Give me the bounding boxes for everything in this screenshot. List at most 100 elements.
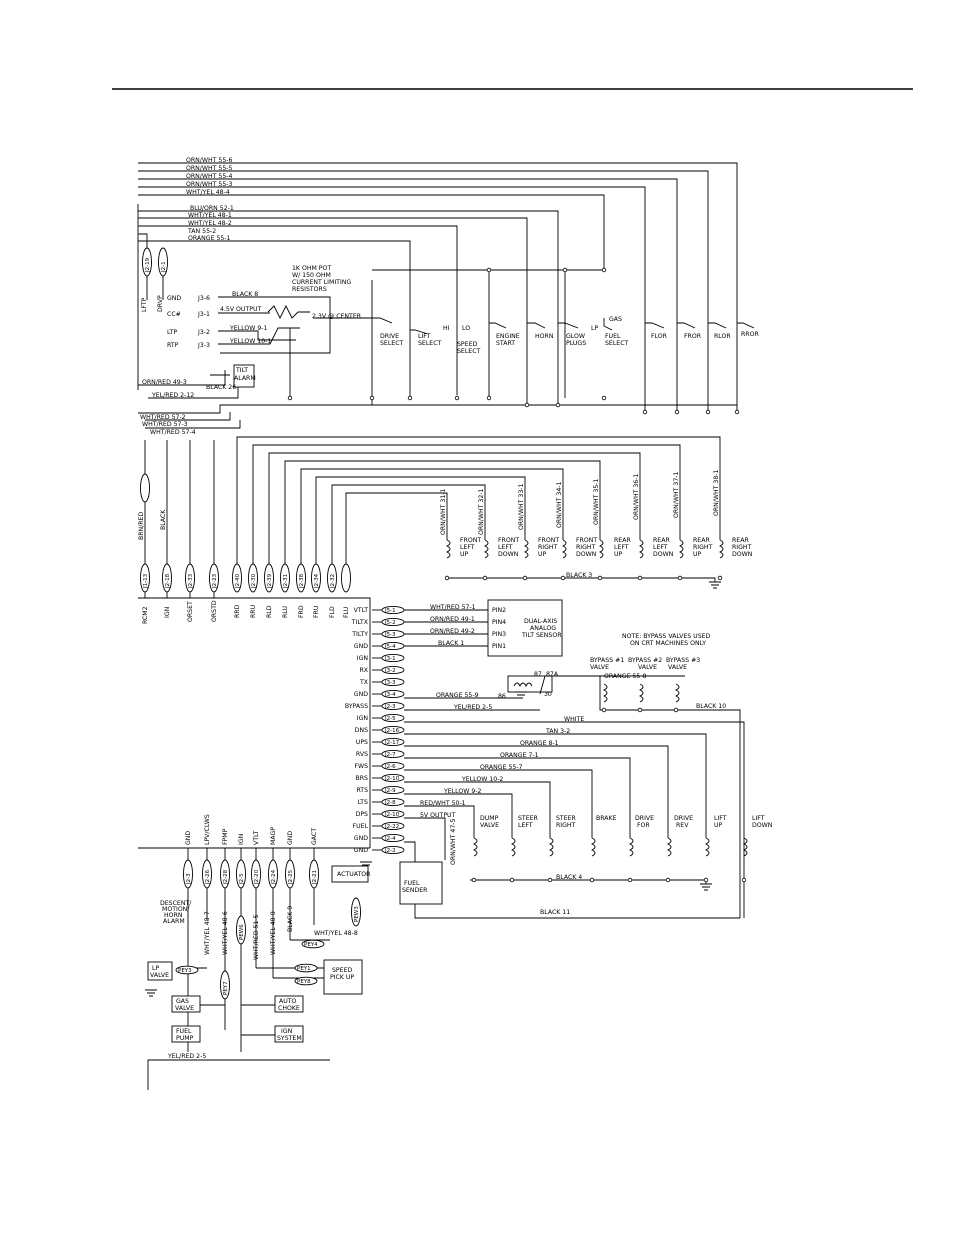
valve-label: LEFT <box>460 544 475 551</box>
pin-name: RVS <box>356 751 368 758</box>
connector-oval: J1-13 <box>140 563 150 593</box>
valve-label: DOWN <box>498 551 519 558</box>
pin-label: RRU <box>250 605 257 618</box>
pin-label: VTLT <box>253 830 260 845</box>
wire-label: YELLOW 10-2 <box>461 776 503 783</box>
connector-label: J2-3 <box>186 873 192 885</box>
pin-jack: J2-10 <box>384 776 400 782</box>
wire-label: ORN/WHT 47-5 <box>450 818 457 865</box>
pin-name: BRS <box>356 775 369 782</box>
valve-label: DRIVE <box>674 815 693 822</box>
junction-dot <box>524 402 530 408</box>
valve-label: RIGHT <box>693 544 713 551</box>
junction-dot <box>454 395 460 401</box>
pot-note: 1K OHM POT <box>292 265 331 272</box>
junction-dot <box>522 575 528 581</box>
bypass-section: NOTE: BYPASS VALVES USED ON CRT MACHINES… <box>436 633 726 711</box>
connector-label: J2-28 <box>223 869 229 885</box>
connector-oval: J2-19 <box>142 247 152 277</box>
connector-label: J2-25 <box>288 869 294 885</box>
junction-dot <box>601 395 607 401</box>
connector-oval: J2-33 <box>185 563 195 593</box>
wire-label: WHT/RED 57-2 <box>140 414 186 421</box>
pin-label: FRU <box>313 606 320 618</box>
connector-oval: J2-30 <box>248 563 258 593</box>
junction-dot <box>734 409 740 415</box>
wire-label: ORN/WHT 35-1 <box>593 478 600 525</box>
valve-label: DOWN <box>653 551 674 558</box>
connector-label: J2-40 <box>235 573 241 589</box>
bypass-valve-label: BYPASS #1 <box>590 657 624 664</box>
valve-label: DOWN <box>576 551 597 558</box>
relay-pin: 86 <box>498 693 506 700</box>
connector-oval: PEY3 <box>175 965 199 975</box>
switch-label: START <box>496 340 515 347</box>
wire-label: WHITE <box>564 716 584 723</box>
connector-oval: PEY1 <box>294 963 318 973</box>
switch-label: FLOR <box>651 333 668 340</box>
junction-dot <box>509 877 515 883</box>
wire-label: YEL/RED 2-5 <box>167 1053 206 1060</box>
connector-oval: PEY7 <box>220 970 230 1000</box>
pin-label: PIN2 <box>492 607 506 614</box>
tilt-sensor: WHT/RED 57-1 ORN/RED 49-1 ORN/RED 49-2 B… <box>430 604 562 650</box>
switch-label: SELECT <box>457 348 481 355</box>
pot-note: W/ 150 OHM <box>292 272 331 279</box>
hi-label: HI <box>443 325 450 332</box>
alarm-label: ALARM <box>234 375 256 382</box>
wire-label: WHT/YEL 48-4 <box>186 189 230 196</box>
valve-label: RIGHT <box>538 544 558 551</box>
pin-name: DPS <box>356 811 368 818</box>
junction-dot <box>471 877 477 883</box>
sender-label: SENDER <box>402 887 428 894</box>
pin-name: GND <box>354 643 368 650</box>
connector-oval: J2-40 <box>232 563 242 593</box>
box-label: FUEL <box>176 1028 192 1035</box>
connector-label: J2-23 <box>212 573 218 589</box>
connector-oval: J2-3 <box>183 859 193 889</box>
pin-name: GND <box>354 691 368 698</box>
connector-label: PEY4 <box>304 942 318 948</box>
wire-label: ORANGE 8-1 <box>520 740 559 747</box>
pin-label: GND <box>167 295 181 302</box>
junction-dot <box>444 575 450 581</box>
pin-label: FLD <box>329 606 336 618</box>
pin-jack: J2-7 <box>384 752 396 758</box>
connector-oval: J2-39 <box>264 563 274 593</box>
connector-oval: J2-18 <box>162 563 172 593</box>
switch-label: SELECT <box>418 340 442 347</box>
ground-label: BLACK 11 <box>540 909 570 916</box>
function-valve-labels: DUMP VALVE STEER LEFT STEER RIGHT BRAKE … <box>480 815 773 829</box>
junction-dot <box>677 575 683 581</box>
valve-label: RIGHT <box>576 544 596 551</box>
wire-label: BLACK 26 <box>206 384 236 391</box>
valve-label: REAR <box>732 537 749 544</box>
top-wire-labels: ORN/WHT 55-6 ORN/WHT 55-5 ORN/WHT 55-4 O… <box>186 157 234 242</box>
valve-label: RIGHT <box>732 544 752 551</box>
sender-label: FUEL <box>404 880 420 887</box>
connector-label: J2-39 <box>267 573 273 589</box>
switch-labels: HI LO GAS LP DRIVE SELECT LIFT SELECT SP… <box>380 316 759 355</box>
junction-dot <box>482 575 488 581</box>
relay-pin: 87A <box>546 671 559 678</box>
connector-oval: PEW3 <box>351 897 361 927</box>
wire-label: ORN/WHT 55-5 <box>186 165 233 172</box>
lftp-label: LFTP <box>141 297 148 312</box>
actuator-label: ACTUATOR <box>337 871 371 878</box>
junction-dot <box>287 395 293 401</box>
controller-pin: BRS J2-10 <box>356 773 405 783</box>
alarm-label: DESCENT/ <box>160 900 192 907</box>
junction-dot <box>627 877 633 883</box>
pin-jack: J3-3 <box>384 680 396 686</box>
bypass-valve-label: BYPASS #3 <box>666 657 700 664</box>
connector-label: J2-34 <box>314 573 320 589</box>
box-label: SYSTEM <box>277 1035 302 1042</box>
wire-label: YEL/RED 2-5 <box>453 704 492 711</box>
wire-label: ORANGE 7-1 <box>500 752 539 759</box>
wire-label: BLACK 9 <box>287 906 294 932</box>
pin-label: RLU <box>282 606 289 618</box>
